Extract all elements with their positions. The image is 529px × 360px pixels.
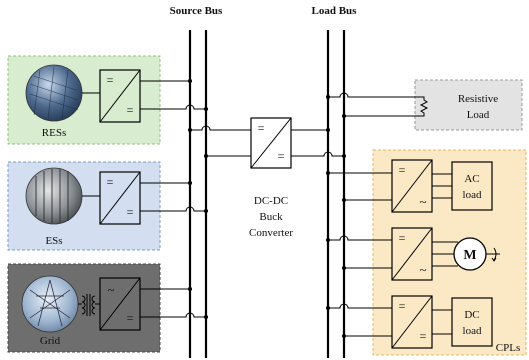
svg-text:=: = [127, 205, 134, 219]
svg-text:=: = [127, 103, 134, 117]
ac-load-line1: AC [464, 173, 479, 185]
svg-text:=: = [107, 73, 114, 87]
svg-text:=: = [278, 149, 285, 163]
svg-text:=: = [399, 299, 406, 313]
cpl-box [373, 150, 526, 355]
grid-label: Grid [40, 335, 61, 347]
motor-label: M [463, 248, 476, 263]
es-label: ESs [45, 235, 62, 247]
res-label: RESs [42, 127, 66, 139]
svg-text:=: = [399, 231, 406, 245]
svg-text:=: = [258, 121, 265, 135]
resistive-label-line2: Load [467, 109, 490, 121]
dc-load-line1: DC [464, 309, 479, 321]
svg-text:=: = [107, 175, 114, 189]
resistive-load-box [415, 80, 522, 130]
svg-text:~: ~ [419, 194, 426, 209]
svg-text:=: = [399, 163, 406, 177]
dc-load-line2: load [463, 325, 482, 337]
converter-label-line1: DC-DC [254, 195, 288, 207]
converter-label-line3: Converter [249, 227, 293, 239]
source-bus-label: Source Bus [170, 5, 223, 17]
svg-text:=: = [420, 329, 427, 343]
cpls-label: CPLs [496, 342, 520, 354]
buck-converter: = = [251, 118, 291, 168]
svg-text:~: ~ [107, 282, 114, 297]
resistive-label-line1: Resistive [458, 93, 498, 105]
svg-text:~: ~ [419, 262, 426, 277]
converter-label-line2: Buck [259, 211, 283, 223]
svg-text:=: = [127, 311, 134, 325]
es-image [26, 168, 82, 224]
ac-load-line2: load [463, 189, 482, 201]
load-bus-label: Load Bus [312, 5, 358, 17]
